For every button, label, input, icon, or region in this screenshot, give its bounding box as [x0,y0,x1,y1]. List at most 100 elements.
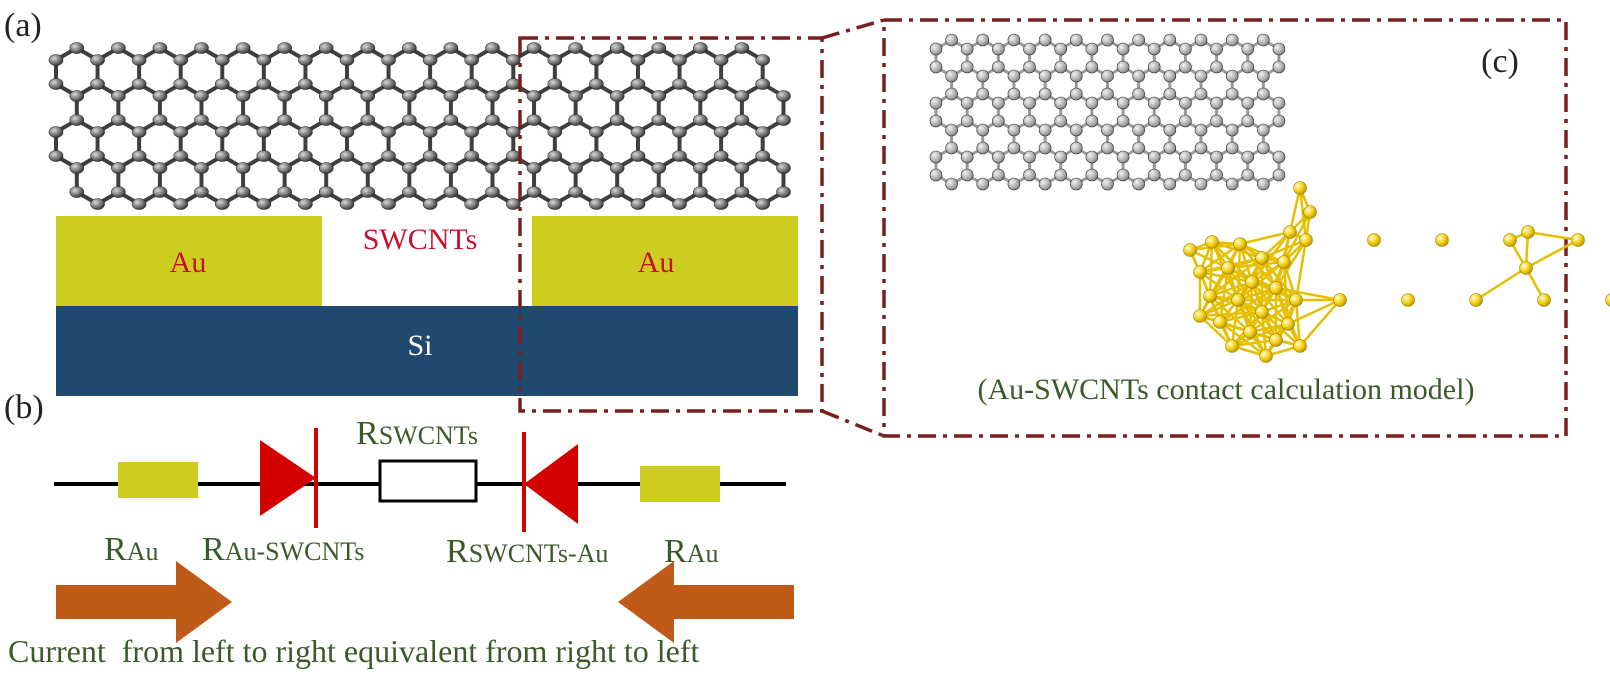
carbon-atom [609,162,625,174]
gold-atom [1243,325,1257,339]
carbon-atom [443,90,459,102]
carbon-atom [360,114,376,126]
carbon-atom [1225,33,1239,47]
arrow-left-icon [618,561,794,643]
gold-atom [1571,233,1585,247]
carbon-atom [173,126,189,138]
carbon-atom [960,150,974,164]
carbon-atom [1023,60,1036,74]
carbon-atom [214,198,230,210]
carbon-atom [69,186,85,198]
carbon-atom [945,123,958,137]
carbon-atom [69,162,85,174]
carbon-atom [1147,96,1161,110]
carbon-atom [945,141,958,155]
carbon-atom [1038,123,1052,137]
carbon-atom [589,150,604,162]
carbon-atom [277,42,292,54]
carbon-atom [381,54,396,66]
carbon-atom [1179,60,1192,74]
carbon-atom [1163,69,1177,83]
carbon-atom [713,198,729,210]
carbon-atom [1054,168,1068,182]
gold-atom [1521,225,1535,239]
carbon-atom [1194,141,1208,155]
carbon-atom [298,150,313,162]
carbon-atom [339,126,355,138]
carbon-atom [1101,123,1114,137]
carbon-atom [1225,69,1239,83]
carbon-atom [1210,150,1223,164]
carbon-atom [976,87,990,101]
carbon-atom [1069,33,1083,47]
carbon-atom [1116,114,1130,128]
carbon-atom [526,90,542,102]
carbon-atom [90,150,105,162]
carbon-atom [256,78,272,90]
carbon-atom [589,126,604,138]
carbon-atom [1194,177,1208,191]
carbon-atom [485,114,500,126]
carbon-atom [672,150,687,162]
carbon-atom [1069,87,1083,101]
carbon-atom [1116,150,1130,164]
carbon-atom [651,114,667,126]
carbon-atom [713,78,729,90]
gold-atom [1283,225,1297,239]
carbon-atom [672,54,687,66]
carbon-atom [1116,42,1130,56]
carbon-atom [734,42,750,54]
carbon-atom [1116,96,1130,110]
carbon-atom [1163,123,1177,137]
carbon-atom [776,114,791,126]
carbon-atom [422,150,438,162]
panel-label-b: (b) [4,389,44,426]
carbon-atom [1194,33,1208,47]
carbon-atom [1272,42,1286,56]
carbon-atom [1210,42,1223,56]
carbon-atom [1007,141,1021,155]
carbon-atom [443,114,459,126]
diode-right [522,432,578,532]
carbon-atom [298,198,313,210]
carbon-atom [755,126,770,138]
carbon-atom [48,54,64,66]
label-r-swcnts-au: RSWCNTs-Au [446,533,608,570]
carbon-atom [589,54,604,66]
carbon-atom [526,42,542,54]
carbon-atom [485,162,500,174]
carbon-atom [960,114,974,128]
left-electrode-label: Au [170,246,207,279]
carbon-atom [1054,114,1068,128]
carbon-atom [1179,168,1192,182]
carbon-atom [318,90,334,102]
carbon-atom [235,114,251,126]
carbon-atom [776,90,791,102]
carbon-atom [992,114,1005,128]
carbon-atom [568,42,583,54]
carbon-atom [194,114,209,126]
carbon-atom [1225,141,1239,155]
carbon-atom [277,114,292,126]
carbon-atom [1007,33,1021,47]
carbon-atom [1241,114,1255,128]
carbon-atom [609,114,625,126]
carbon-atom [526,162,542,174]
carbon-atom [360,186,376,198]
resistor-au-left [118,462,198,498]
carbon-atom [651,42,667,54]
carbon-atom [734,114,750,126]
carbon-atom [1147,114,1161,128]
carbon-atom [755,78,770,90]
carbon-atom [194,162,209,174]
carbon-atom [1163,177,1177,191]
carbon-atom [1179,150,1192,164]
gold-atom [1233,237,1247,251]
model-caption: (Au-SWCNTs contact calculation model) [978,373,1475,406]
carbon-atom [381,126,396,138]
diode-icon [260,440,316,516]
carbon-atom [152,90,168,102]
carbon-atom [1054,96,1068,110]
carbon-atom [547,150,563,162]
carbon-atom [214,126,230,138]
